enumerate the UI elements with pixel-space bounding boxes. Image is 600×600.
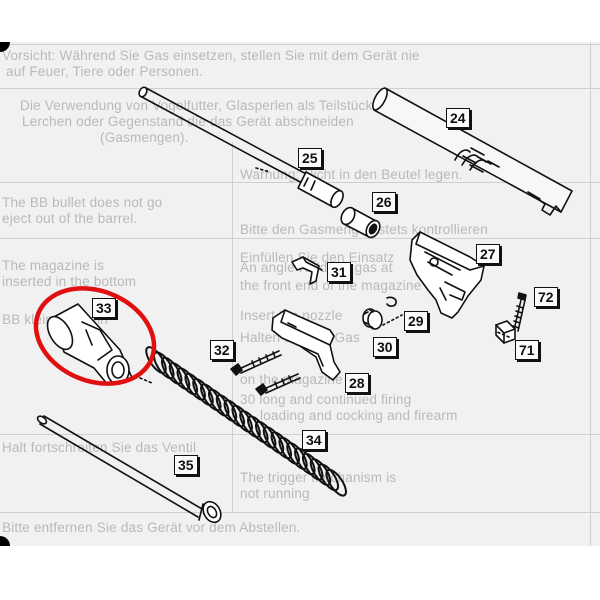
part-label-25: 25: [298, 148, 322, 168]
part-screw-72: [512, 292, 527, 332]
part-recoil-spring: [145, 346, 347, 497]
part-recoil-spring-plug: [46, 303, 153, 386]
part-inner-barrel: [138, 86, 344, 209]
spring-coil: [160, 356, 183, 385]
part-label-26: 26: [372, 192, 396, 212]
bg-text-line: Einfüllen Sie den Einsatz: [240, 250, 395, 265]
spring-coil: [192, 378, 214, 406]
part-label-35: 35: [174, 455, 198, 475]
spring-coil: [294, 447, 316, 476]
part-label-30: 30: [373, 337, 397, 357]
part-small-block-71: [495, 320, 516, 344]
spring-coil: [231, 404, 253, 433]
spring-coil: [184, 372, 206, 401]
spring-coil: [325, 468, 347, 497]
part-label-29: 29: [404, 311, 428, 331]
part-slide-lock: [271, 309, 341, 381]
bg-text-line: loading and cocking and firearm: [260, 408, 458, 423]
bg-text-line: Vorsicht: Während Sie Gas einsetzen, ste…: [2, 48, 420, 63]
bg-text-line: 30 long and continued firing: [240, 392, 412, 407]
bg-text-line: inserted in the bottom: [2, 274, 137, 289]
spring-coil: [254, 420, 277, 449]
spring-coil: [239, 410, 261, 438]
bg-text-line: on the magazine: [240, 372, 343, 387]
bg-text-line: The BB bullet does not go: [2, 195, 163, 210]
spring-coil: [262, 426, 285, 454]
part-barrel-bushing: [340, 206, 381, 239]
spring-coil: [200, 383, 222, 412]
part-label-27: 27: [476, 244, 500, 264]
part-outer-barrel: [372, 87, 573, 216]
part-clip: [291, 256, 323, 285]
part-label-28: 28: [345, 373, 369, 393]
part-screws-32: [230, 350, 301, 396]
part-label-34: 34: [302, 430, 326, 450]
spring-coil: [223, 399, 246, 428]
part-label-33: 33: [92, 298, 116, 318]
spring-coil: [270, 431, 293, 460]
bg-text-line: auf Feuer, Tiere oder Personen.: [6, 64, 203, 79]
bg-text-line: The magazine is: [2, 258, 105, 273]
part-recoil-spring-guide: [36, 415, 222, 524]
part-nut-and-oring: [362, 296, 403, 330]
spring-coil: [278, 436, 300, 465]
bg-text-line: eject out of the barrel.: [2, 211, 138, 226]
bg-text-line: not running: [240, 486, 310, 501]
highlight-circle: [33, 286, 157, 386]
bg-text-line: (Gasmengen).: [100, 130, 189, 145]
spring-coil: [317, 463, 340, 492]
spring-coil: [286, 442, 308, 470]
spring-coil: [247, 415, 269, 444]
spring-coil: [309, 458, 332, 486]
part-label-71: 71: [515, 340, 539, 360]
bg-text-line: the front end of the magazine: [240, 278, 422, 293]
bg-text-line: Die Verwendung von Vogelfutter, Glasperl…: [20, 98, 385, 113]
bg-text-line: Bitte entfernen Sie das Gerät vor dem Ab…: [2, 520, 301, 535]
bg-text-line: Warnung: Nicht in den Beutel legen.: [240, 167, 463, 182]
part-label-32: 32: [210, 340, 234, 360]
spring-coil: [176, 367, 199, 396]
part-label-31: 31: [327, 262, 351, 282]
part-slide-front-block: [409, 231, 485, 319]
spring-coil: [215, 394, 238, 422]
scanned-page: Vorsicht: Während Sie Gas einsetzen, ste…: [0, 42, 600, 546]
spring-coil: [207, 388, 230, 417]
spring-coil: [168, 362, 191, 390]
spring-coil: [301, 452, 324, 481]
part-label-72: 72: [534, 287, 558, 307]
part-label-24: 24: [446, 108, 470, 128]
